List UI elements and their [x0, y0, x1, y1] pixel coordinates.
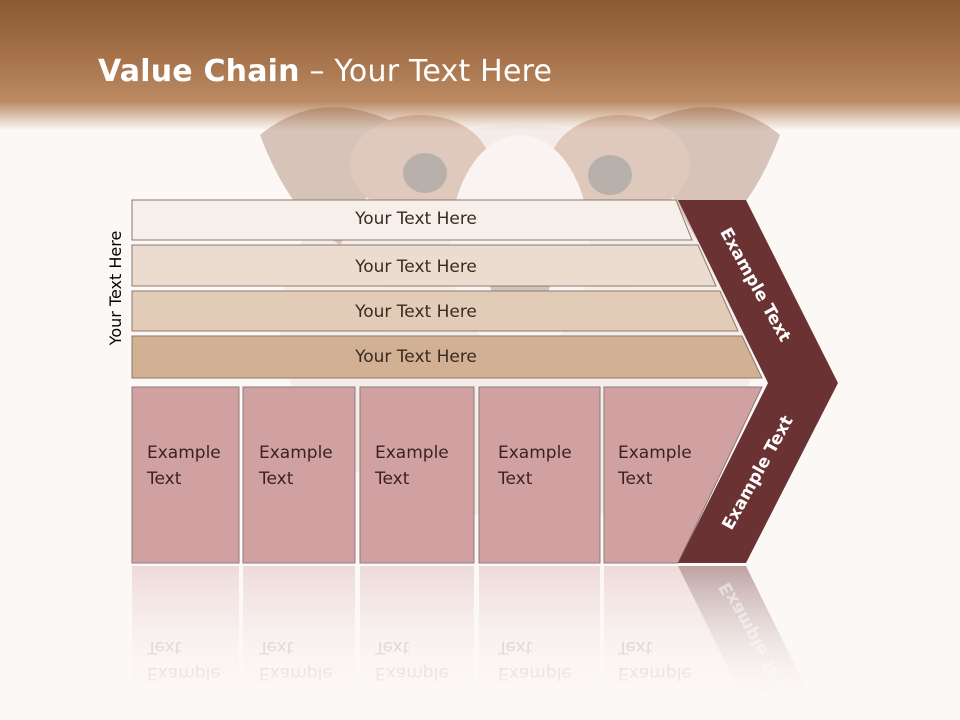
box-4-label-line1: Example — [498, 443, 572, 463]
box-1-label-line1: Example — [147, 443, 221, 463]
bar-4-label: Your Text Here — [355, 347, 477, 367]
box-2-label-line1: Example — [259, 443, 333, 463]
box-3-label-line1: Example — [375, 443, 449, 463]
box-2 — [242, 386, 356, 564]
reflection-fade — [0, 560, 960, 720]
box-5-label-line2: Text — [618, 469, 653, 489]
box-1-label-line2: Text — [147, 469, 182, 489]
chevron-arrow — [678, 200, 838, 563]
box-2-label-line2: Text — [259, 469, 294, 489]
title-banner — [0, 0, 960, 130]
title-bold: Value Chain — [98, 54, 300, 89]
bar-1-label: Your Text Here — [355, 209, 477, 229]
box-1 — [131, 386, 240, 564]
box-3 — [359, 386, 475, 564]
box-4-label-line2: Text — [498, 469, 533, 489]
slide-title: Value Chain – Your Text Here — [98, 54, 552, 94]
box-3-label-line2: Text — [375, 469, 410, 489]
bar-3-label: Your Text Here — [355, 302, 477, 322]
bar-2-label: Your Text Here — [355, 257, 477, 277]
title-rest: – Your Text Here — [299, 54, 553, 89]
bar-1 — [131, 199, 693, 241]
box-5-label-line1: Example — [618, 443, 692, 463]
bar-2 — [131, 244, 717, 287]
bar-3 — [131, 290, 739, 332]
bar-4 — [131, 335, 763, 379]
